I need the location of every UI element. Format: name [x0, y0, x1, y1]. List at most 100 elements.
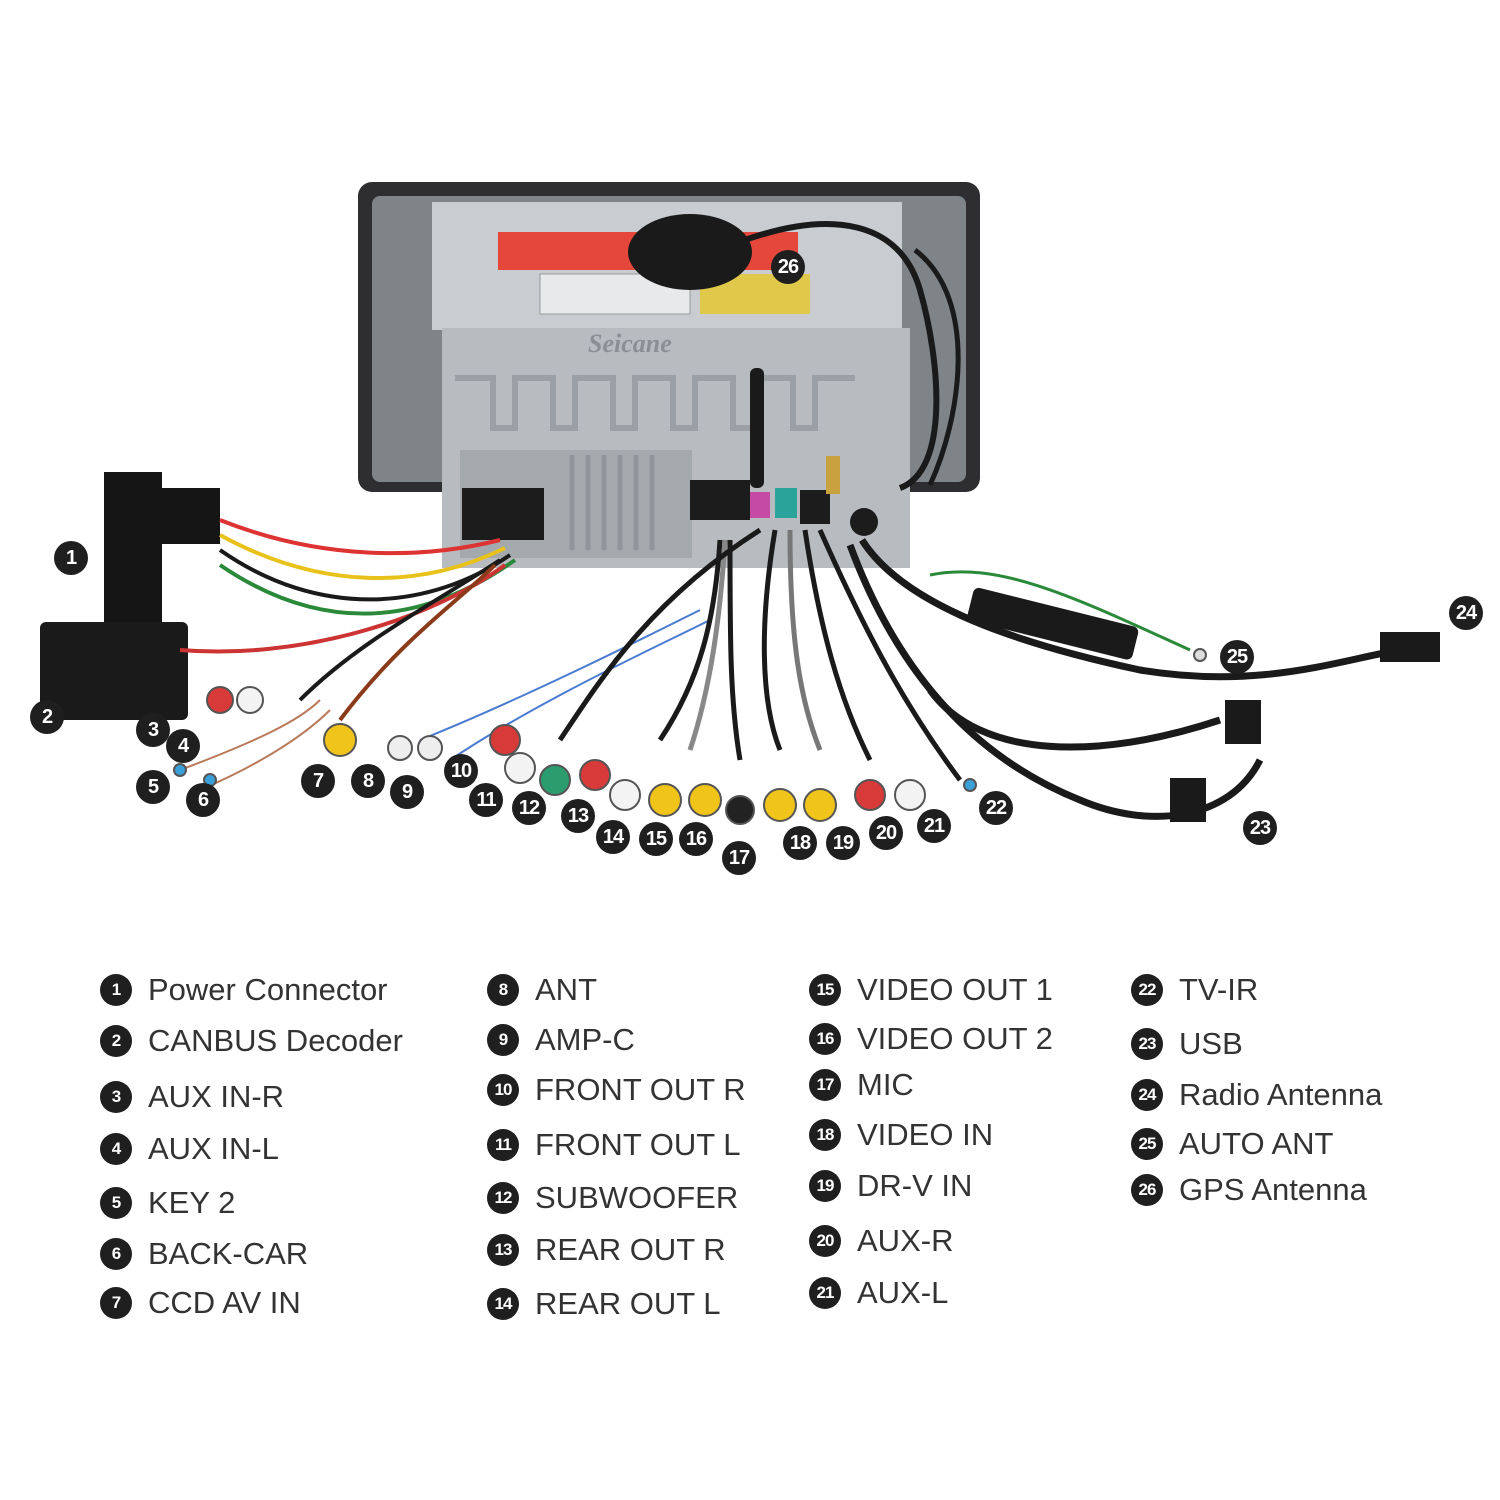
- legend-number: 20: [809, 1225, 841, 1257]
- legend-label: CCD AV IN: [148, 1285, 301, 1320]
- legend-item: 16 VIDEO OUT 2: [809, 1021, 1053, 1057]
- legend-label: MIC: [857, 1067, 914, 1102]
- antenna-amplifier: [967, 587, 1139, 660]
- callout-6: 6: [186, 783, 220, 817]
- legend-label: AUX IN-L: [148, 1131, 279, 1166]
- gps-antenna: [628, 214, 752, 290]
- legend-item: 1 Power Connector: [100, 972, 388, 1008]
- legend-number: 1: [100, 974, 132, 1006]
- legend-number: 26: [1131, 1174, 1163, 1206]
- callout-25: 25: [1220, 640, 1254, 674]
- callout-22: 22: [979, 791, 1013, 825]
- legend-item: 17 MIC: [809, 1067, 914, 1103]
- legend-number: 8: [487, 974, 519, 1006]
- callout-26: 26: [771, 250, 805, 284]
- legend-label: REAR OUT L: [535, 1286, 721, 1321]
- legend-number: 6: [100, 1238, 132, 1270]
- legend-label: VIDEO OUT 1: [857, 972, 1053, 1007]
- legend-label: BACK-CAR: [148, 1236, 309, 1271]
- callout-21: 21: [917, 809, 951, 843]
- legend-number: 22: [1131, 974, 1163, 1006]
- callout-24: 24: [1449, 596, 1483, 630]
- legend-item: 9 AMP-C: [487, 1022, 635, 1058]
- legend-item: 6 BACK-CAR: [100, 1236, 308, 1272]
- legend-label: AUX-L: [857, 1275, 949, 1310]
- legend-label: VIDEO IN: [857, 1117, 994, 1152]
- callout-3: 3: [136, 713, 170, 747]
- legend-number: 11: [487, 1129, 519, 1161]
- legend-label: GPS Antenna: [1179, 1172, 1367, 1207]
- legend-number: 12: [487, 1182, 519, 1214]
- legend-number: 17: [809, 1069, 841, 1101]
- legend-item: 18 VIDEO IN: [809, 1117, 993, 1153]
- legend-item: 11 FRONT OUT L: [487, 1127, 741, 1163]
- legend-number: 16: [809, 1023, 841, 1055]
- legend-number: 2: [100, 1025, 132, 1057]
- legend-item: 20 AUX-R: [809, 1223, 953, 1259]
- legend-number: 5: [100, 1187, 132, 1219]
- brand-logo: Seicane: [588, 329, 672, 358]
- legend-item: 10 FRONT OUT R: [487, 1072, 746, 1108]
- legend-label: TV-IR: [1179, 972, 1259, 1007]
- wiring-photo: Seicane: [40, 182, 1440, 825]
- legend-label: AUX IN-R: [148, 1079, 285, 1114]
- legend-item: 7 CCD AV IN: [100, 1285, 301, 1321]
- legend-number: 14: [487, 1288, 519, 1320]
- legend-label: Radio Antenna: [1179, 1077, 1383, 1112]
- callout-1: 1: [54, 541, 88, 575]
- legend-item: 15 VIDEO OUT 1: [809, 972, 1053, 1008]
- canbus-decoder-box: [40, 622, 188, 720]
- legend-item: 5 KEY 2: [100, 1185, 235, 1221]
- legend-label: REAR OUT R: [535, 1232, 726, 1267]
- legend-number: 23: [1131, 1028, 1163, 1060]
- callout-16: 16: [679, 822, 713, 856]
- usb-plug-2: [1170, 778, 1206, 822]
- wifi-antenna: [750, 368, 764, 488]
- legend-number: 18: [809, 1119, 841, 1151]
- legend-number: 25: [1131, 1128, 1163, 1160]
- callout-10: 10: [444, 754, 478, 788]
- callout-13: 13: [561, 799, 595, 833]
- legend-item: 22 TV-IR: [1131, 972, 1258, 1008]
- legend-label: DR-V IN: [857, 1168, 973, 1203]
- legend-item: 25 AUTO ANT: [1131, 1126, 1333, 1162]
- legend-item: 13 REAR OUT R: [487, 1232, 726, 1268]
- legend-item: 8 ANT: [487, 972, 597, 1008]
- legend-label: FRONT OUT L: [535, 1127, 741, 1162]
- legend-label: AMP-C: [535, 1022, 635, 1057]
- usb-plug-1: [1225, 700, 1261, 744]
- callout-5: 5: [136, 770, 170, 804]
- legend-label: VIDEO OUT 2: [857, 1021, 1053, 1056]
- legend-label: SUBWOOFER: [535, 1180, 739, 1215]
- callout-11: 11: [469, 783, 503, 817]
- legend-item: 12 SUBWOOFER: [487, 1180, 738, 1216]
- legend-number: 24: [1131, 1079, 1163, 1111]
- legend-number: 19: [809, 1170, 841, 1202]
- legend-item: 14 REAR OUT L: [487, 1286, 720, 1322]
- av-socket: [690, 480, 750, 520]
- legend-label: CANBUS Decoder: [148, 1023, 403, 1058]
- callout-23: 23: [1243, 811, 1277, 845]
- legend-item: 4 AUX IN-L: [100, 1131, 279, 1167]
- callout-8: 8: [351, 764, 385, 798]
- callout-17: 17: [722, 841, 756, 875]
- legend-item: 3 AUX IN-R: [100, 1079, 284, 1115]
- callout-2: 2: [30, 700, 64, 734]
- legend-item: 23 USB: [1131, 1026, 1243, 1062]
- legend-number: 9: [487, 1024, 519, 1056]
- power-socket: [462, 488, 544, 540]
- callout-20: 20: [869, 816, 903, 850]
- legend-label: KEY 2: [148, 1185, 236, 1220]
- legend-number: 15: [809, 974, 841, 1006]
- legend-number: 21: [809, 1277, 841, 1309]
- callout-4: 4: [166, 729, 200, 763]
- callout-7: 7: [301, 764, 335, 798]
- legend-number: 10: [487, 1074, 519, 1106]
- legend-item: 19 DR-V IN: [809, 1168, 972, 1204]
- legend-label: Power Connector: [148, 972, 388, 1007]
- legend-number: 13: [487, 1234, 519, 1266]
- legend-label: AUX-R: [857, 1223, 954, 1258]
- legend-item: 2 CANBUS Decoder: [100, 1023, 403, 1059]
- callout-19: 19: [826, 826, 860, 860]
- legend-item: 26 GPS Antenna: [1131, 1172, 1367, 1208]
